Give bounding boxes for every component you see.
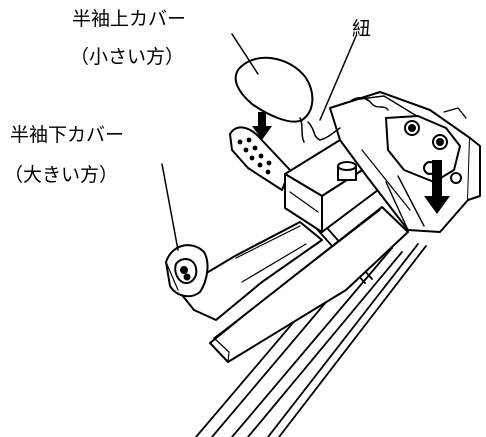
down-arrow-icon [252, 112, 272, 140]
upper-cover-note: （小さい方） [70, 46, 185, 68]
strings [299, 117, 341, 143]
sleeve-board [177, 221, 323, 321]
lower-cover-note: （大きい方） [4, 164, 119, 186]
center-box [284, 139, 379, 233]
upper-cover-shape [234, 56, 314, 123]
lower-cover-shape [165, 244, 209, 298]
perforated-plate [229, 126, 291, 191]
upper-cover-label: 半袖上カバー [72, 8, 187, 30]
leader-lines [161, 33, 357, 251]
string-label: 紐 [352, 18, 372, 40]
lower-cover-label: 半袖下カバー [10, 124, 125, 146]
ironing-board [209, 206, 409, 363]
down-arrow-icon-right [424, 160, 450, 214]
